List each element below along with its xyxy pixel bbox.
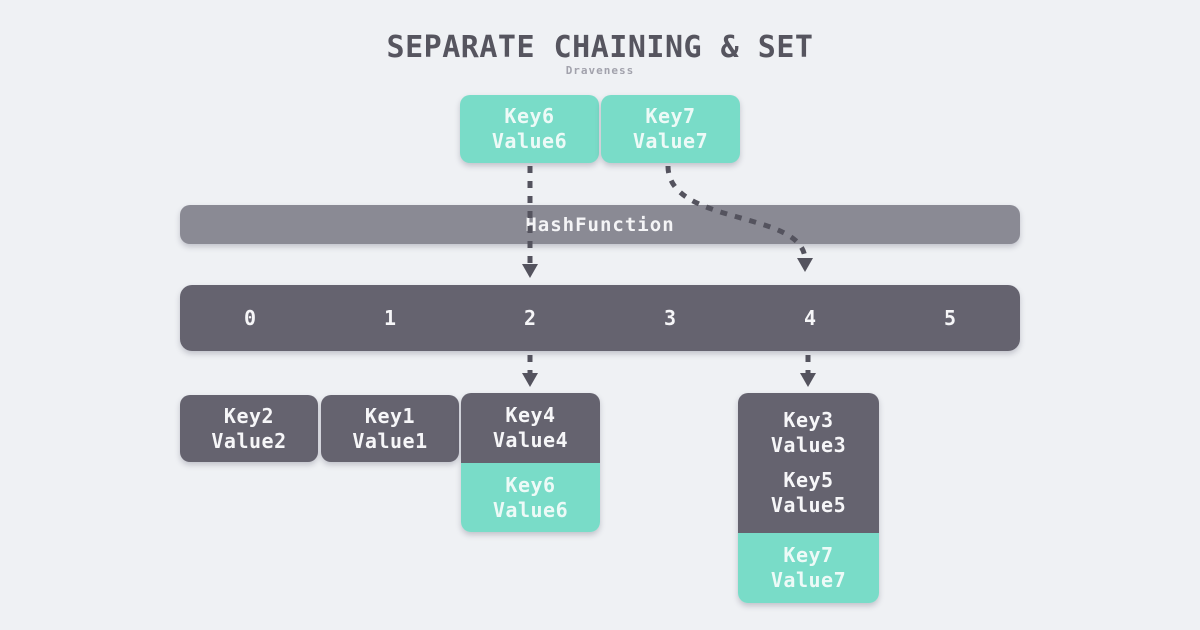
entry-value: Value7 [770,568,847,592]
entry: Key3 Value3 [771,408,846,458]
entry-key: Key4 [505,403,556,427]
entry-key: Key2 [223,403,275,428]
entry-key: Key5 [783,467,834,492]
entry-value: Value6 [492,497,569,522]
entry: Key7 Value7 [771,543,846,593]
chain-stack-bucket-4: Key3 Value3 Key5 Value5 Key7 Value7 [738,393,879,603]
bucket-slot-2: 2 [523,306,537,330]
chain-entry-key2: Key2 Value2 [180,395,318,462]
entry-value: Value3 [770,433,847,458]
incoming-pair-key6: Key6 Value6 [460,95,599,163]
entry: Key4 Value4 [493,403,568,453]
hash-function-bar: HashFunction [180,205,1020,244]
chain-entry-key4: Key4 Value4 [461,393,600,463]
pair-key: Key7 [645,104,696,128]
entry-key: Key6 [505,472,556,497]
chain-entry-key1: Key1 Value1 [321,395,459,462]
bucket-array: 0 1 2 3 4 5 [180,285,1020,351]
bucket-slot-4: 4 [803,306,817,330]
author-watermark: Draveness [565,64,635,77]
entry: Key5 Value5 [771,468,846,518]
entry-value: Value1 [352,428,428,453]
pair-value: Value6 [491,129,568,153]
chain-stack-bucket-2: Key4 Value4 Key6 Value6 [461,393,600,532]
entry-key: Key1 [364,403,416,428]
entry-key: Key3 [783,408,834,433]
bucket-slot-0: 0 [243,306,257,330]
pair-key: Key6 [504,104,555,128]
page-title: SEPARATE CHAINING & SET [386,30,814,65]
bucket-slot-1: 1 [383,306,397,330]
entry-key: Key7 [783,543,834,567]
hash-function-label: HashFunction [525,213,675,236]
entry-value: Value2 [211,428,287,453]
chain-entry-key7-new: Key7 Value7 [738,533,879,603]
chain-entry-key6-new: Key6 Value6 [461,463,600,532]
entry-value: Value5 [770,492,847,517]
chain-entries-key3-key5: Key3 Value3 Key5 Value5 [738,393,879,533]
entry-value: Value4 [492,428,569,452]
bucket-slot-3: 3 [663,306,677,330]
incoming-pair-key7: Key7 Value7 [601,95,740,163]
entry: Key6 Value6 [493,473,568,523]
pair-value: Value7 [632,129,709,153]
bucket-slot-5: 5 [943,306,957,330]
